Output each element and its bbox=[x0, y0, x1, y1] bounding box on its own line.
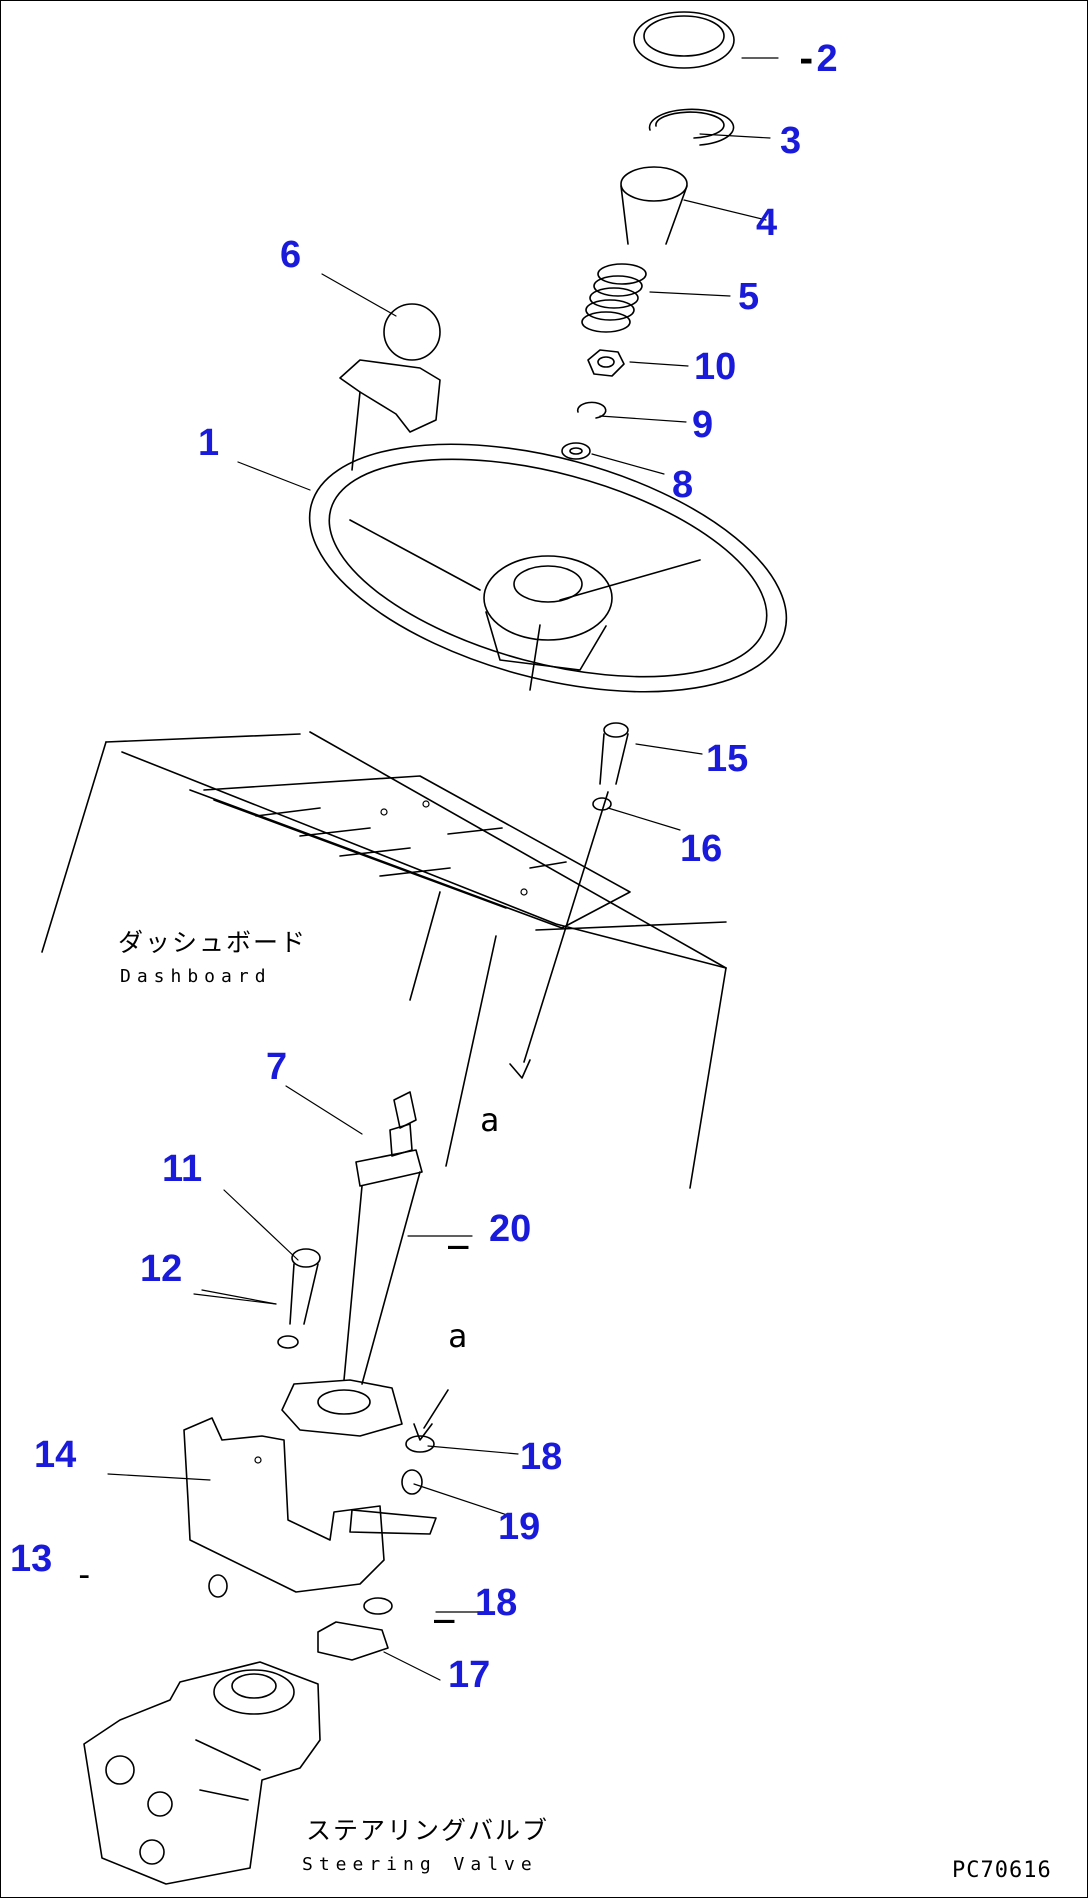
callout-13: 13 bbox=[10, 1538, 53, 1580]
steering-valve-label-jp: ステアリングバルブ bbox=[306, 1816, 550, 1845]
part-cover bbox=[620, 166, 688, 245]
dashboard-outline bbox=[41, 731, 727, 1189]
callout-9: 9 bbox=[692, 404, 714, 446]
callout-20: 20 bbox=[488, 1208, 532, 1250]
callout-8: 8 bbox=[672, 464, 694, 506]
part-steering-valve bbox=[83, 1661, 321, 1885]
callout-4: 4 bbox=[756, 202, 778, 244]
part-spring bbox=[581, 263, 647, 333]
callout-14: 14 bbox=[34, 1434, 77, 1476]
part-knob bbox=[339, 303, 441, 471]
part-bolt-upper bbox=[592, 722, 629, 811]
callout-17: 17 bbox=[448, 1654, 491, 1696]
part-lock-washer bbox=[576, 401, 607, 419]
callout-5: 5 bbox=[738, 276, 760, 318]
callout-2: 2 bbox=[816, 38, 838, 80]
part-steering-wheel bbox=[308, 443, 788, 693]
dashboard-label-en: Dashboard bbox=[120, 966, 272, 987]
callout-7: 7 bbox=[266, 1046, 288, 1088]
callout-19: 19 bbox=[498, 1506, 541, 1548]
figure-code: PC70616 bbox=[952, 1858, 1052, 1883]
part-steering-column bbox=[281, 1091, 423, 1437]
callout-16: 16 bbox=[680, 828, 723, 870]
callout-15: 15 bbox=[706, 738, 749, 780]
callout-6: 6 bbox=[280, 234, 302, 276]
dashboard-label-jp: ダッシュボード bbox=[118, 928, 308, 957]
part-bolt-lower bbox=[277, 1248, 321, 1349]
part-nut bbox=[587, 349, 625, 377]
part-washer bbox=[561, 442, 591, 460]
callout-1: 1 bbox=[198, 422, 220, 464]
view-a-label-upper: a bbox=[480, 1101, 500, 1139]
callout-11: 11 bbox=[162, 1148, 203, 1190]
part-snap-ring bbox=[648, 108, 735, 146]
callout-12: 12 bbox=[140, 1248, 183, 1290]
leader-lines bbox=[107, 57, 779, 1681]
steering-valve-label-en: Steering Valve bbox=[302, 1854, 538, 1875]
callout-10: 10 bbox=[694, 346, 737, 388]
callout-18-lower: 18 bbox=[474, 1582, 518, 1624]
callout-3: 3 bbox=[780, 120, 802, 162]
part-cap bbox=[633, 11, 735, 69]
view-a-label-lower: a bbox=[448, 1317, 468, 1355]
callout-13-dash: - bbox=[74, 1555, 95, 1595]
part-bracket bbox=[183, 1417, 437, 1593]
callout-18-upper: 18 bbox=[520, 1436, 563, 1478]
part-small-hardware bbox=[208, 1389, 449, 1661]
